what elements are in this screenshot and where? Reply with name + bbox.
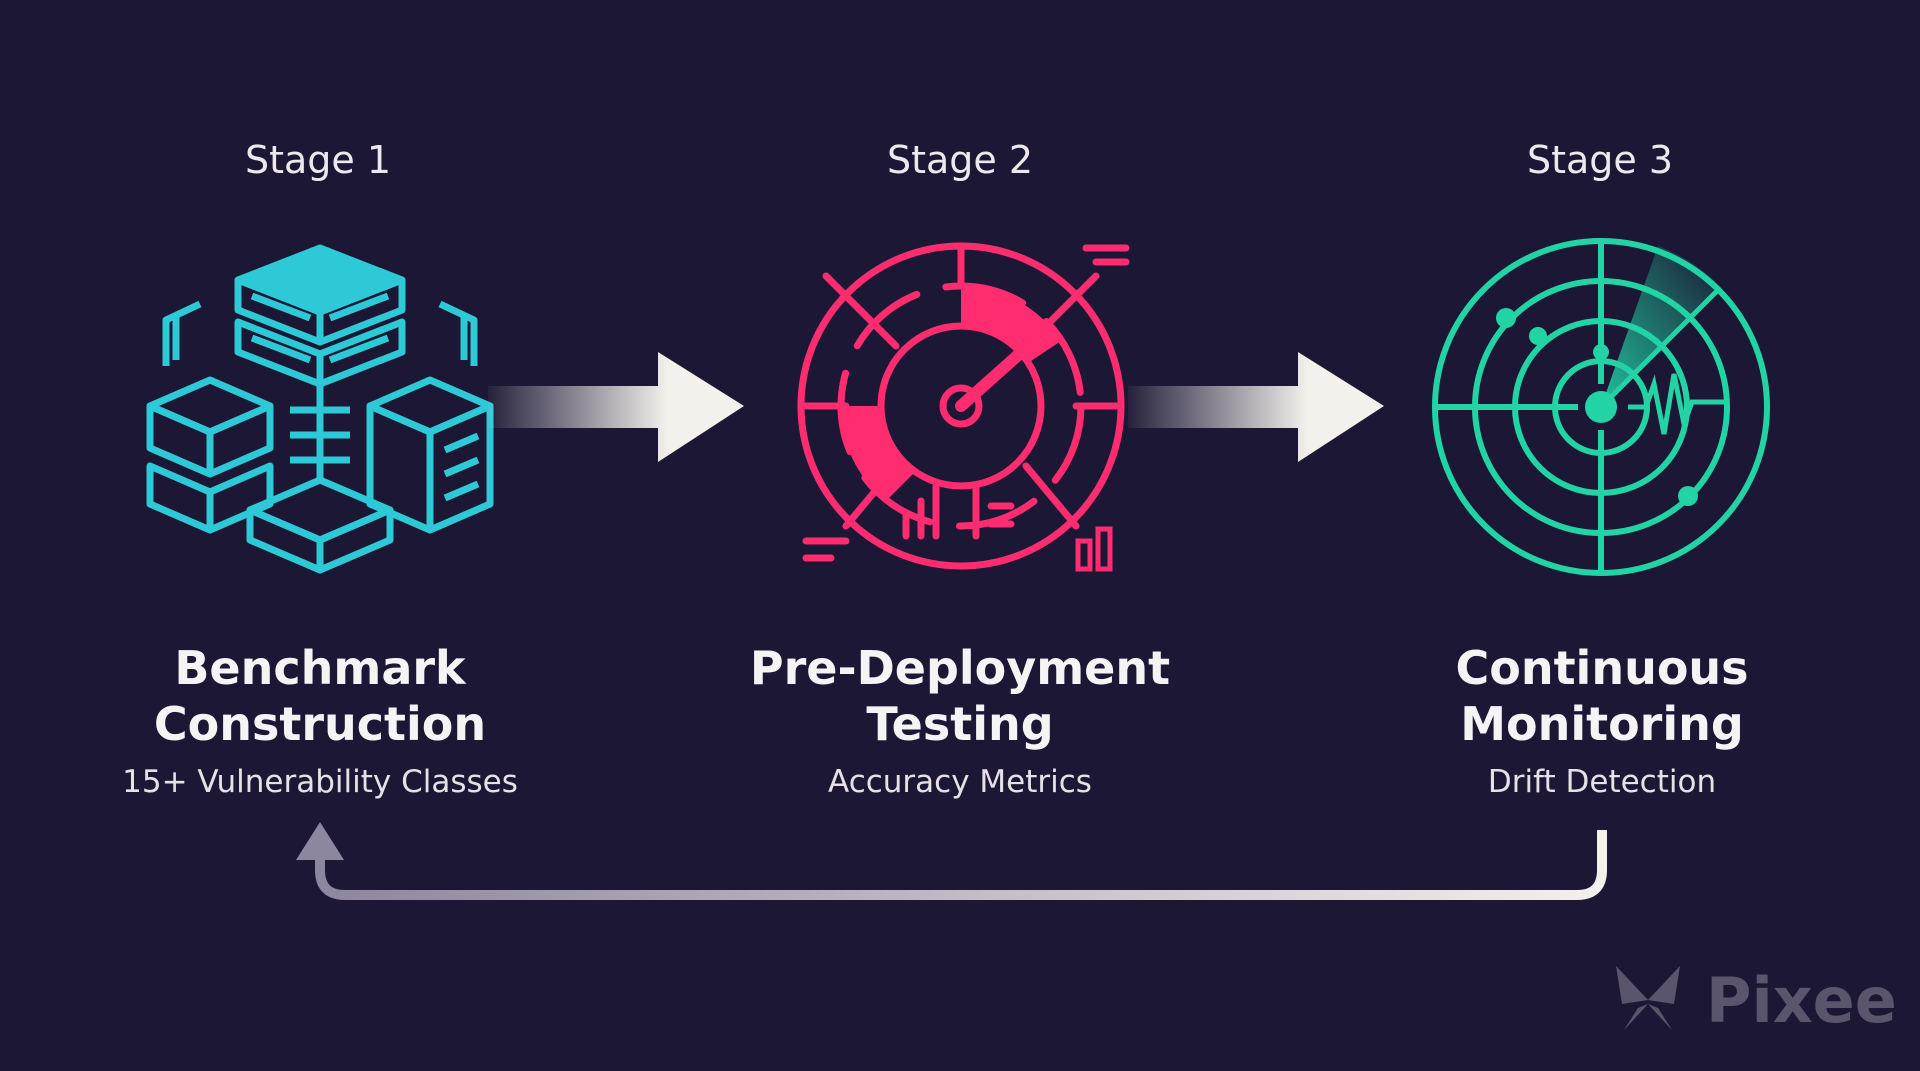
gauge-icon bbox=[797, 242, 1130, 572]
stage-3-subtitle: Drift Detection bbox=[1487, 764, 1717, 800]
database-cubes-icon bbox=[146, 244, 494, 574]
stage-1-title-line-2: Construction bbox=[153, 697, 487, 751]
stage-2-title: Pre-Deployment Testing bbox=[700, 640, 1220, 752]
stage-2-title-line-1: Pre-Deployment bbox=[749, 641, 1171, 695]
arrow-stage-2-to-3 bbox=[1128, 352, 1384, 462]
stage-3-label: Stage 3 bbox=[1526, 138, 1674, 182]
stage-1-title-line-1: Benchmark bbox=[174, 641, 466, 695]
butterfly-logo-icon bbox=[1616, 966, 1680, 1030]
stage-1-label: Stage 1 bbox=[244, 138, 392, 182]
stage-3-title: Continuous Monitoring bbox=[1342, 640, 1862, 752]
arrow-stage-1-to-2 bbox=[488, 352, 744, 462]
watermark-text: Pixee bbox=[1706, 963, 1897, 1037]
stage-2-subtitle: Accuracy Metrics bbox=[828, 764, 1092, 800]
stage-3-title-line-2: Monitoring bbox=[1460, 697, 1744, 751]
watermark: Pixee bbox=[1608, 960, 1898, 1040]
stage-2-label: Stage 2 bbox=[886, 138, 1034, 182]
stage-1-subtitle: 15+ Vulnerability Classes bbox=[122, 764, 518, 800]
stage-1-title: Benchmark Construction bbox=[60, 640, 580, 752]
radar-icon bbox=[1432, 238, 1770, 576]
stage-3-title-line-1: Continuous bbox=[1455, 641, 1749, 695]
stage-2-title-line-2: Testing bbox=[866, 697, 1054, 751]
